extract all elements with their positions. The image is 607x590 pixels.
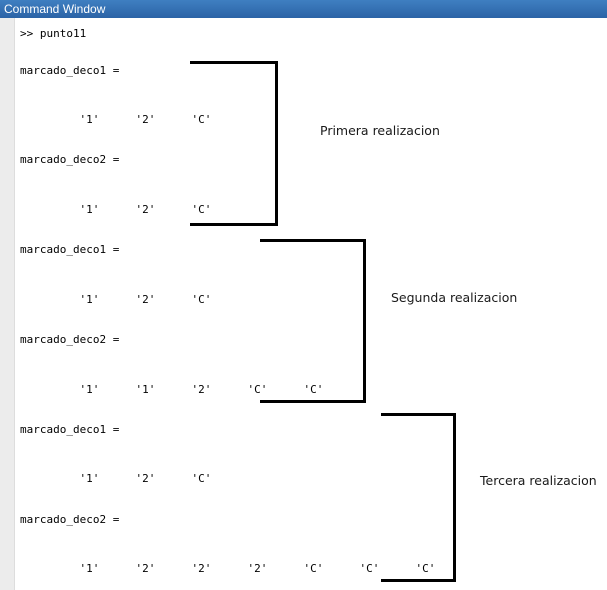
output-value: '1' [79,203,100,216]
output-value: '2' [135,293,156,306]
annotation-bracket-2 [260,239,366,403]
output-var-name: marcado_deco1 = [20,423,120,436]
annotation-label-1: Primera realizacion [320,123,440,138]
output-values: '1' '2' 'C' [53,280,248,319]
output-value: 'C' [359,562,380,575]
output-value: '1' [79,562,100,575]
output-value: '2' [135,562,156,575]
prompt-line: >> punto11 [20,27,87,40]
output-values: '1' '1' '2' 'C' 'C' [53,370,360,409]
annotation-label-3: Tercera realizacion [480,473,597,488]
output-value: '1' [79,113,100,126]
window-title: Command Window [4,2,106,16]
output-value: 'C' [247,383,268,396]
output-values: '1' '2' '2' '2' 'C' 'C' 'C' [53,549,472,588]
output-value: 'C' [191,203,212,216]
annotation-bracket-1 [190,61,278,226]
output-value: '2' [191,562,212,575]
output-value: 'C' [191,113,212,126]
output-value: '2' [191,383,212,396]
output-values: '1' '2' 'C' [53,459,248,498]
output-values: '1' '2' 'C' [53,100,248,139]
command-window-console[interactable]: >> punto11 marcado_deco1 = '1' '2' 'C' mar… [14,18,607,590]
output-var-name: marcado_deco2 = [20,333,120,346]
output-value: '1' [79,293,100,306]
output-var-name: marcado_deco1 = [20,64,120,77]
output-value: 'C' [191,293,212,306]
output-value: '2' [247,562,268,575]
annotation-bracket-3 [381,413,456,582]
output-value: '1' [79,472,100,485]
output-value: 'C' [303,383,324,396]
annotation-label-2: Segunda realizacion [391,290,518,305]
output-var-name: marcado_deco1 = [20,243,120,256]
output-value: 'C' [191,472,212,485]
left-gutter [0,18,15,590]
output-value: '1' [79,383,100,396]
output-value: '2' [135,203,156,216]
output-value: 'C' [415,562,436,575]
output-value: '1' [135,383,156,396]
window-title-bar: Command Window [0,0,607,18]
output-var-name: marcado_deco2 = [20,153,120,166]
output-value: 'C' [303,562,324,575]
output-value: '2' [135,472,156,485]
output-values: '1' '2' 'C' [53,190,248,229]
output-value: '2' [135,113,156,126]
output-var-name: marcado_deco2 = [20,513,120,526]
